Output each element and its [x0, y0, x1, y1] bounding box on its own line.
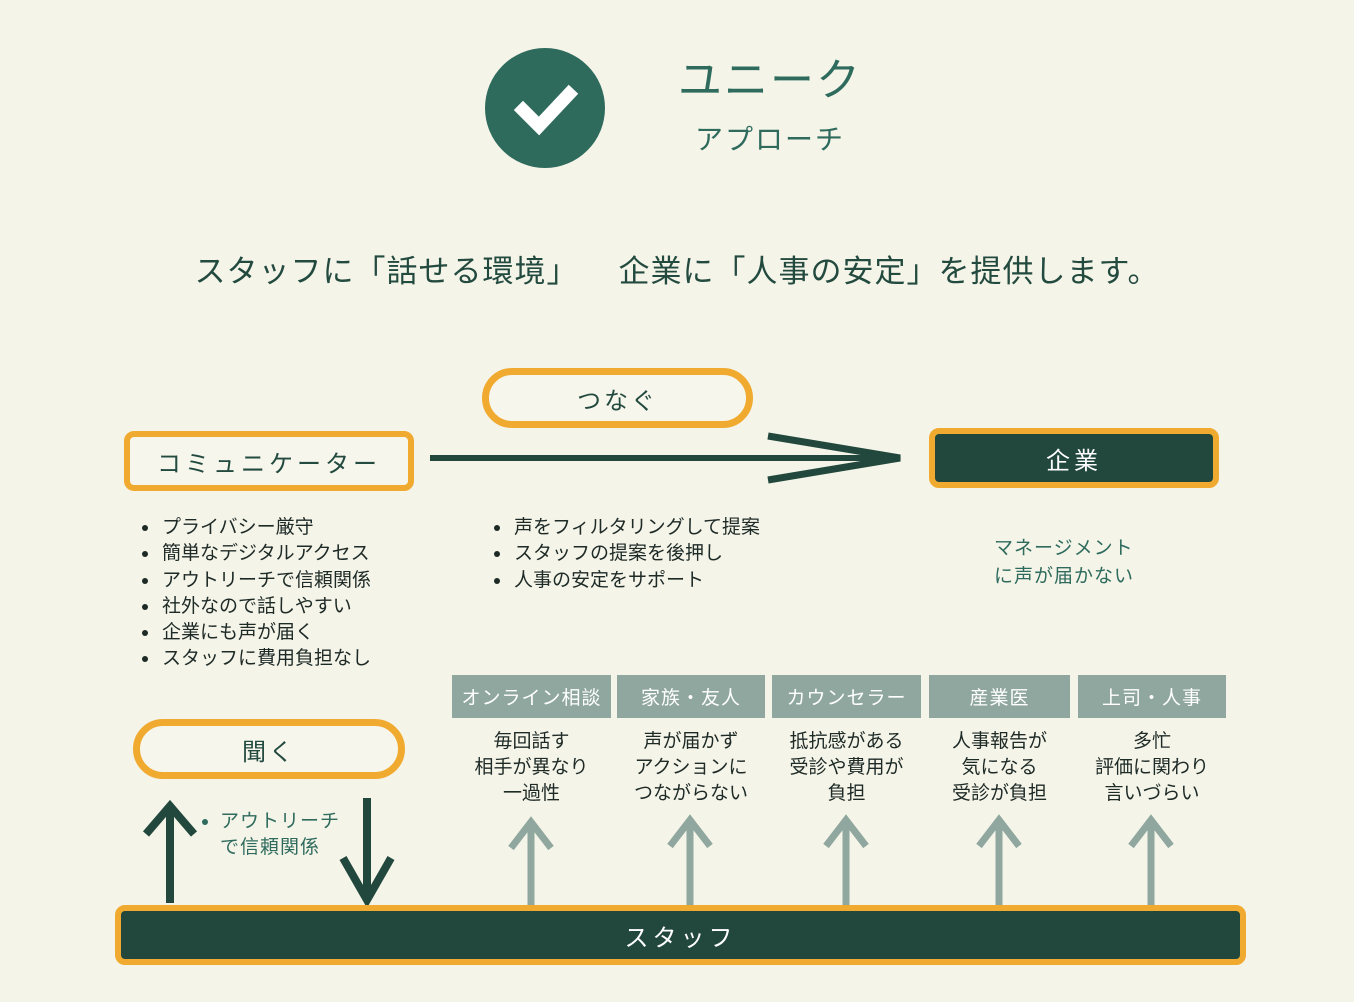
- communicator-points: プライバシー厳守 簡単なデジタルアクセス アウトリーチで信頼関係 社外なので話し…: [138, 514, 371, 672]
- tagline-part1: スタッフに「話せる環境」: [194, 254, 579, 290]
- connect-pill: つなぐ: [482, 368, 753, 428]
- tab-industrial-doctor: 産業医: [929, 675, 1070, 718]
- list-item: 簡単なデジタルアクセス: [160, 540, 371, 566]
- company-box: 企業: [929, 428, 1219, 488]
- alternative-desc-family: 声が届かずアクションにつながらない: [633, 730, 748, 804]
- check-icon: [513, 84, 579, 136]
- tab-family-friends: 家族・友人: [617, 675, 765, 718]
- listen-note: アウトリーチで信頼関係: [200, 808, 340, 860]
- alternative-desc-boss: 多忙評価に関わり言いづらい: [1094, 730, 1209, 804]
- list-item: 声をフィルタリングして提案: [512, 514, 760, 540]
- page-subtitle: アプローチ: [694, 123, 845, 156]
- tab-boss-hr: 上司・人事: [1078, 675, 1226, 718]
- alternative-arrows: [508, 814, 1174, 905]
- list-item: 社外なので話しやすい: [160, 593, 371, 619]
- tab-online-consult: オンライン相談: [452, 675, 611, 718]
- alternative-desc-online: 毎回話す相手が異なり一過性: [474, 730, 589, 804]
- company-note: マネージメント に声が届かない: [994, 534, 1134, 590]
- page-title: ユニーク: [678, 55, 862, 106]
- communicator-box: コミュニケーター: [124, 431, 414, 491]
- connect-arrow-head: [767, 432, 901, 484]
- list-item: 人事の安定をサポート: [512, 567, 760, 593]
- tab-counselor: カウンセラー: [772, 675, 921, 718]
- company-note-line: マネージメント: [994, 537, 1134, 559]
- connect-points: 声をフィルタリングして提案 スタッフの提案を後押し 人事の安定をサポート: [490, 514, 760, 593]
- alternative-desc-counselor: 抵抗感がある受診や費用が負担: [789, 730, 904, 804]
- staff-bar: スタッフ: [115, 905, 1246, 965]
- tagline-part2: 企業に「人事の安定」を提供します。: [618, 254, 1160, 290]
- listen-note-line: アウトリーチで信頼関係: [220, 808, 340, 860]
- listen-pill: 聞く: [133, 719, 405, 779]
- check-badge: [485, 48, 605, 168]
- list-item: スタッフの提案を後押し: [512, 540, 760, 566]
- list-item: 企業にも声が届く: [160, 619, 371, 645]
- list-item: スタッフに費用負担なし: [160, 645, 371, 671]
- list-item: プライバシー厳守: [160, 514, 371, 540]
- company-note-line: に声が届かない: [994, 565, 1135, 587]
- tagline: スタッフに「話せる環境」 企業に「人事の安定」を提供します。: [0, 246, 1354, 291]
- list-item: アウトリーチで信頼関係: [160, 567, 371, 593]
- alternative-desc-doctor: 人事報告が気になる受診が負担: [951, 730, 1047, 804]
